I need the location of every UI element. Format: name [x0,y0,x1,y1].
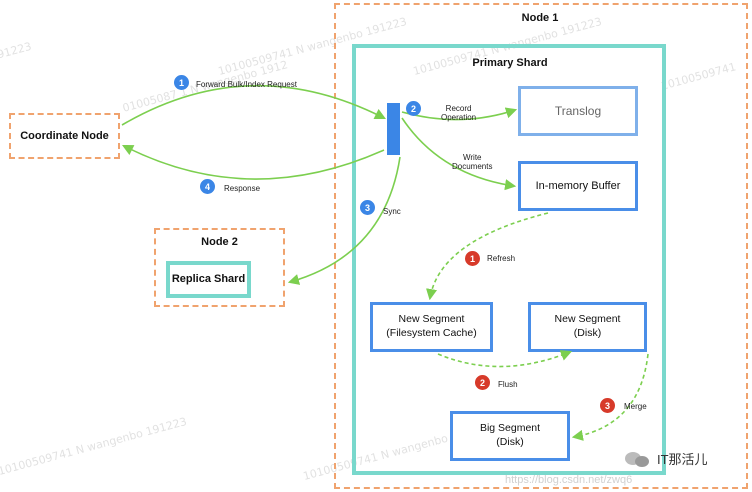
step-record-badge: 2 [406,101,421,116]
new-segment-fs-line1: New Segment [398,313,465,326]
coordinate-node-label: Coordinate Node [20,130,109,142]
big-segment-line2: (Disk) [496,436,524,448]
new-segment-disk-line1: New Segment [554,313,621,326]
step-flush-label: Flush [498,380,518,389]
inmemory-buffer-box: In-memory Buffer [518,161,638,211]
step-flush-badge: 2 [475,375,490,390]
watermark: 10100509741 N wangenbo 191223 [0,415,189,478]
new-segment-fs-line2: (Filesystem Cache) [386,327,477,339]
primary-shard-bar [387,103,400,155]
record-operation-label: Record Operation [441,104,476,122]
primary-shard-title: Primary Shard [472,57,548,69]
wechat-icon [625,450,651,468]
node2-title: Node 2 [201,236,238,248]
new-segment-disk-line2: (Disk) [573,327,602,339]
record-operation-line1: Record [445,104,472,113]
brand-watermark: IT那活儿 [625,449,708,468]
new-segment-fs-cache-box: New Segment (Filesystem Cache) [370,302,493,352]
step-sync-badge: 3 [360,200,375,215]
step-refresh-label: Refresh [487,254,516,263]
step-refresh-badge: 1 [465,251,480,266]
inmemory-buffer-label: In-memory Buffer [535,180,621,192]
step-forward-badge: 1 [174,75,189,90]
write-documents-line1: Write [462,153,482,162]
big-segment-box: Big Segment (Disk) [450,411,570,461]
replica-shard-label: Replica Shard [171,273,246,285]
replica-shard-box [166,261,251,298]
brand-name: IT那活儿 [657,452,708,467]
coordinate-node-box [9,113,120,159]
blog-url-watermark: https://blog.csdn.net/zwq6 [505,474,633,486]
node2-container [154,228,285,307]
write-documents-line2: Documents [452,162,493,172]
step-merge-label: Merge [624,402,647,411]
step-response-badge: 4 [200,179,215,194]
translog-box: Translog [518,86,638,136]
step-response-label: Response [224,184,261,193]
translog-label: Translog [554,104,602,118]
step-forward-label: Forward Bulk/Index Request [196,80,297,89]
big-segment-line1: Big Segment [479,422,541,435]
step-merge-badge: 3 [600,398,615,413]
node1-title: Node 1 [521,12,559,24]
write-documents-label: Write Documents [452,153,492,171]
step-sync-label: Sync [383,207,401,216]
watermark: 191223 [0,39,33,64]
record-operation-line2: Operation [441,113,477,123]
new-segment-disk-box: New Segment (Disk) [528,302,647,352]
